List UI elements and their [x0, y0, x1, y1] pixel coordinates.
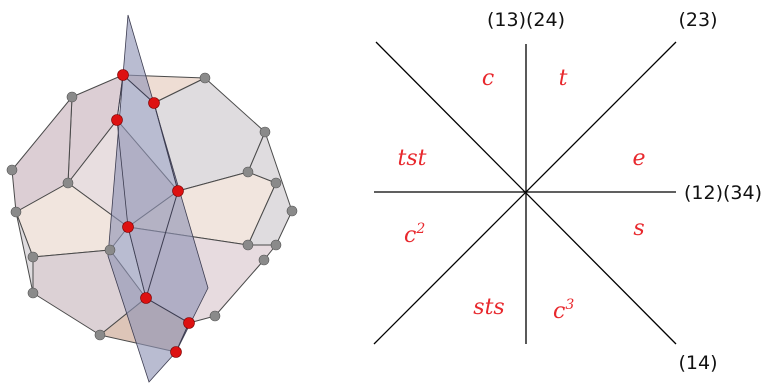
vertex [258, 254, 270, 266]
red-vertex [140, 292, 152, 304]
region-label-s: s [633, 216, 644, 241]
red-vertices [111, 69, 195, 358]
vertex [94, 329, 106, 341]
vertex [259, 126, 271, 138]
region-label-c2-base: c [404, 223, 416, 248]
red-vertex [122, 221, 134, 233]
arrangement-lines [373, 41, 677, 345]
red-vertex [172, 185, 184, 197]
line-23 [373, 41, 677, 345]
grey-vertices [6, 72, 298, 341]
region-label-tst: tst [398, 146, 427, 171]
vertex [286, 205, 298, 217]
red-vertex [183, 317, 195, 329]
vertex [62, 177, 74, 189]
region-label-c2-exp: 2 [415, 221, 425, 237]
vertex [27, 251, 39, 263]
vertex [242, 166, 254, 178]
plane-section-line-back [116, 74, 147, 299]
line-label-23: (23) [678, 9, 717, 31]
vertex [270, 177, 282, 189]
red-vertex [148, 97, 160, 109]
arrangement-figure: (13)(24) (23) (12)(34) (14) c t tst e c2… [373, 9, 762, 374]
polytope-figure [6, 14, 298, 383]
red-vertex [170, 346, 182, 358]
line-label-13-24: (13)(24) [487, 9, 565, 31]
vertex [104, 244, 116, 256]
line-label-14: (14) [678, 352, 717, 374]
region-label-c: c [482, 66, 494, 91]
region-label-e: e [632, 146, 645, 171]
red-vertex [117, 69, 129, 81]
line-14 [375, 41, 677, 345]
region-label-sts: sts [473, 295, 504, 320]
vertex [6, 164, 18, 176]
vertex [66, 91, 78, 103]
region-label-c2: c2 [404, 221, 425, 248]
red-vertex [111, 114, 123, 126]
slicing-plane [107, 14, 209, 383]
vertex [10, 206, 22, 218]
region-label-c3-base: c [553, 299, 565, 324]
region-label-c3-exp: 3 [565, 297, 574, 313]
region-label-c3: c3 [553, 297, 574, 324]
vertex [270, 239, 282, 251]
line-label-12-34: (12)(34) [684, 182, 762, 204]
region-label-t: t [559, 66, 568, 91]
vertex [199, 72, 211, 84]
vertex [209, 310, 221, 322]
vertex [27, 287, 39, 299]
vertex [242, 239, 254, 251]
